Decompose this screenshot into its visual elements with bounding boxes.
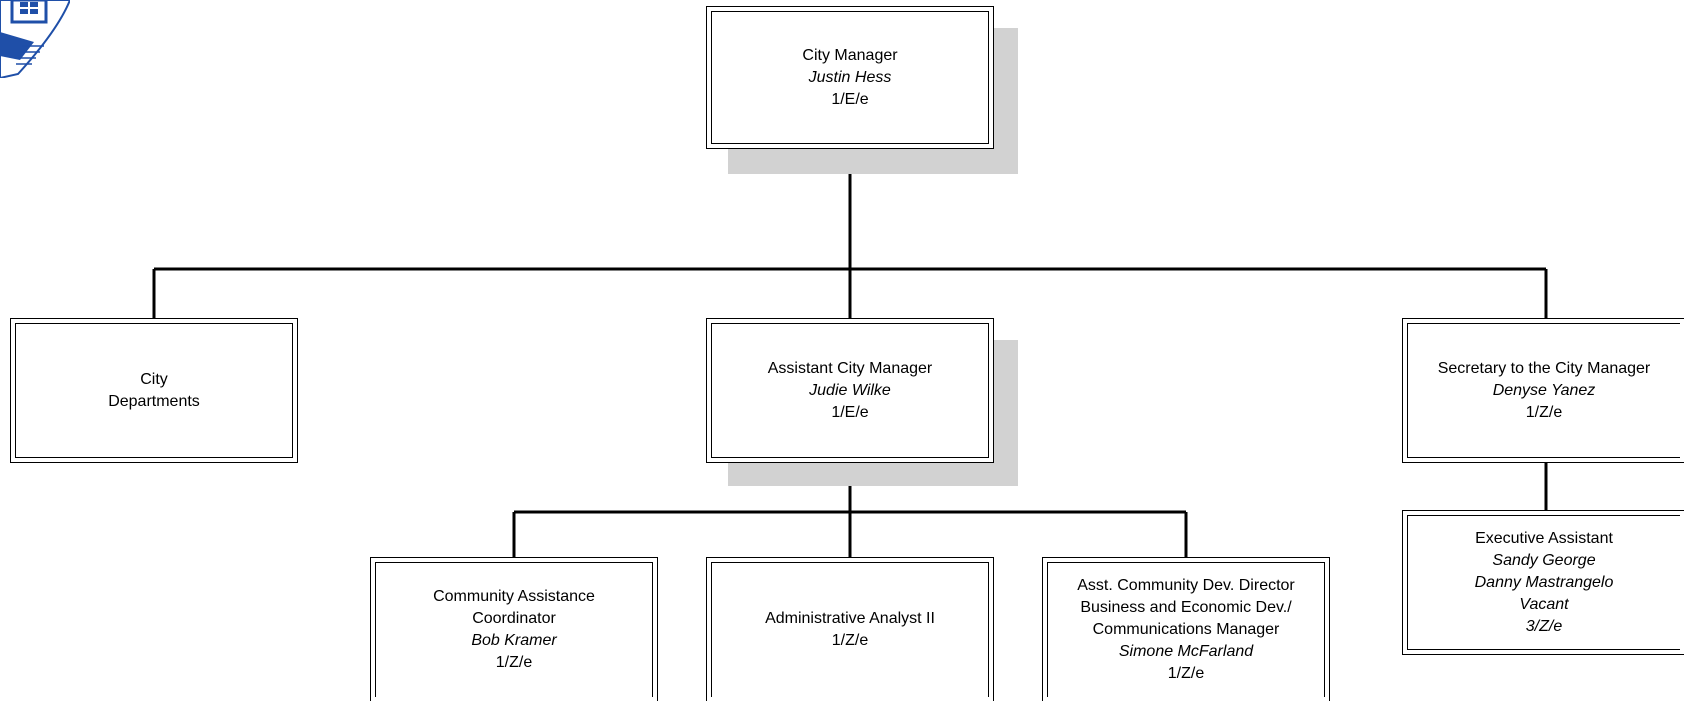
admin-analyst-title: Administrative Analyst II — [765, 610, 935, 627]
community-assistance-box[interactable]: Community Assistance Coordinator Bob Kra… — [370, 557, 658, 701]
assistant-city-manager-name: Judie Wilke — [809, 381, 891, 399]
assistant-city-manager-title: Assistant City Manager — [767, 359, 933, 377]
executive-assistant-box-inner: Executive Assistant Sandy George Danny M… — [1407, 515, 1680, 650]
city-manager-code: 1/E/e — [831, 90, 869, 108]
city-departments-box[interactable]: City Departments — [10, 318, 298, 463]
city-manager-box-inner: City Manager Justin Hess 1/E/e — [711, 11, 989, 144]
city-manager-box[interactable]: City Manager Justin Hess 1/E/e — [706, 6, 994, 149]
community-assistance-code: 1/Z/e — [495, 654, 533, 671]
community-assistance-box-inner: Community Assistance Coordinator Bob Kra… — [375, 562, 653, 697]
executive-assistant-box[interactable]: Executive Assistant Sandy George Danny M… — [1402, 510, 1684, 655]
secretary-code: 1/Z/e — [1525, 403, 1563, 421]
city-departments-line1: City — [140, 370, 168, 388]
city-manager-name: Justin Hess — [808, 68, 892, 86]
city-departments-line2: Departments — [108, 392, 200, 410]
admin-analyst-box[interactable]: Administrative Analyst II 1/Z/e — [706, 557, 994, 701]
asst-community-dev-box-inner: Asst. Community Dev. Director Business a… — [1047, 562, 1325, 697]
assistant-city-manager-code: 1/E/e — [831, 403, 869, 421]
executive-assistant-name3: Vacant — [1519, 595, 1569, 613]
asst-community-dev-title2: Business and Economic Dev./ — [1080, 599, 1292, 616]
city-manager-title: City Manager — [802, 46, 898, 64]
asst-community-dev-title1: Asst. Community Dev. Director — [1077, 577, 1295, 594]
executive-assistant-name1: Sandy George — [1492, 551, 1596, 569]
executive-assistant-title: Executive Assistant — [1475, 529, 1613, 547]
secretary-title: Secretary to the City Manager — [1437, 359, 1651, 377]
executive-assistant-code: 3/Z/e — [1525, 617, 1563, 635]
secretary-box[interactable]: Secretary to the City Manager Denyse Yan… — [1402, 318, 1684, 463]
admin-analyst-code: 1/Z/e — [831, 632, 869, 649]
secretary-name: Denyse Yanez — [1492, 381, 1596, 399]
asst-community-dev-code: 1/Z/e — [1167, 665, 1205, 682]
community-assistance-title1: Community Assistance — [433, 588, 595, 605]
asst-community-dev-name: Simone McFarland — [1118, 643, 1254, 660]
assistant-city-manager-box[interactable]: Assistant City Manager Judie Wilke 1/E/e — [706, 318, 994, 463]
community-assistance-title2: Coordinator — [472, 610, 556, 627]
city-seal-logo — [0, 0, 70, 78]
admin-analyst-box-inner: Administrative Analyst II 1/Z/e — [711, 562, 989, 697]
asst-community-dev-box[interactable]: Asst. Community Dev. Director Business a… — [1042, 557, 1330, 701]
city-departments-box-inner: City Departments — [15, 323, 293, 458]
assistant-city-manager-box-inner: Assistant City Manager Judie Wilke 1/E/e — [711, 323, 989, 458]
community-assistance-name: Bob Kramer — [471, 632, 557, 649]
executive-assistant-name2: Danny Mastrangelo — [1474, 573, 1614, 591]
secretary-box-inner: Secretary to the City Manager Denyse Yan… — [1407, 323, 1680, 458]
asst-community-dev-title3: Communications Manager — [1092, 621, 1280, 638]
